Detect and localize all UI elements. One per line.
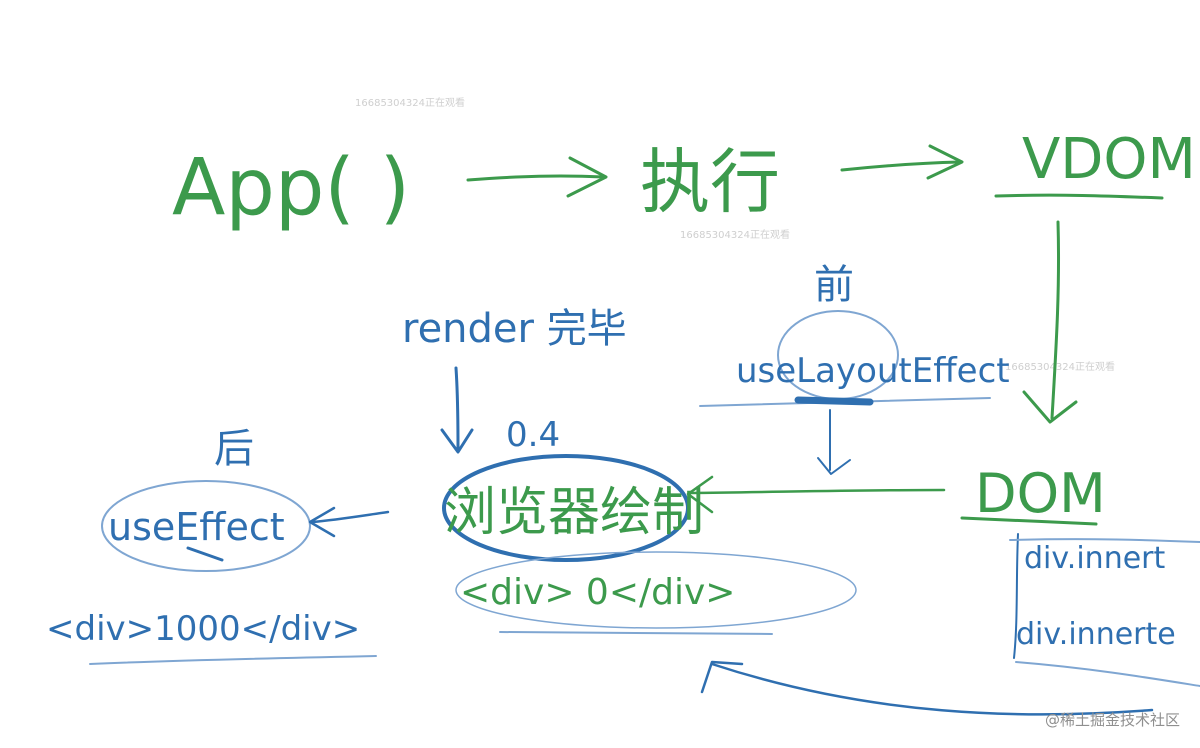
node-use-layout-effect: useLayoutEffect (736, 351, 1010, 391)
circle-after (101, 480, 311, 572)
use-layout-effect-highlight (794, 396, 874, 406)
arrowhead-app-to-execute (566, 156, 608, 198)
dom-line-1: div.innert (1024, 541, 1165, 576)
dom-underline (960, 516, 1098, 526)
div-1000-underline (89, 655, 377, 665)
circle-paint (442, 454, 690, 562)
node-app: App( ) (172, 143, 410, 233)
label-before: 前 (814, 262, 854, 308)
arrowhead-render-down (440, 428, 474, 454)
faint-watermark-1: 16685304324正在观看 (355, 96, 465, 109)
arrow-render-down (454, 366, 460, 450)
node-execute: 执行 (640, 141, 780, 223)
dom-line-2: div.innerte (1016, 617, 1176, 652)
arrowhead-vdom-to-dom (1022, 390, 1078, 424)
div-zero-underline (499, 631, 773, 635)
dom-list-border-top (1009, 538, 1200, 543)
arrow-dom-return (710, 662, 1154, 716)
dom-list-border-left (1013, 533, 1019, 659)
dom-list-border-bottom (1015, 661, 1200, 687)
label-render-done: render 完毕 (402, 306, 627, 352)
site-watermark: @稀土掘金技术社区 (1044, 711, 1180, 729)
faint-watermark-2: 16685304324正在观看 (680, 228, 790, 241)
node-dom: DOM (975, 462, 1106, 525)
arrowhead-paint-to-use-effect (308, 506, 336, 538)
arrow-dom-to-paint (688, 488, 946, 495)
node-div-1000: <div>1000</div> (46, 609, 360, 649)
arrow-vdom-to-dom (1050, 220, 1061, 420)
vdom-underline (994, 193, 1164, 200)
arrowhead-dom-to-paint (686, 475, 714, 514)
label-delay: 0.4 (506, 415, 560, 455)
use-effect-highlight (186, 546, 224, 562)
arrowhead-execute-to-vdom (926, 144, 964, 180)
node-use-effect: useEffect (108, 505, 285, 549)
arrow-paint-to-use-effect (310, 510, 390, 524)
arrow-app-to-execute (466, 174, 606, 182)
arrowhead-layout-effect-down (817, 457, 851, 475)
node-paint: 浏览器绘制 (444, 483, 704, 543)
circle-div-zero (455, 551, 857, 629)
node-vdom: VDOM (1022, 127, 1196, 192)
arrowhead-dom-return (700, 660, 744, 694)
faint-watermark-3: 16685304324正在观看 (1005, 360, 1115, 373)
node-div-zero: <div> 0</div> (460, 572, 735, 613)
arrow-execute-to-vdom (840, 160, 962, 172)
label-after: 后 (214, 426, 254, 472)
